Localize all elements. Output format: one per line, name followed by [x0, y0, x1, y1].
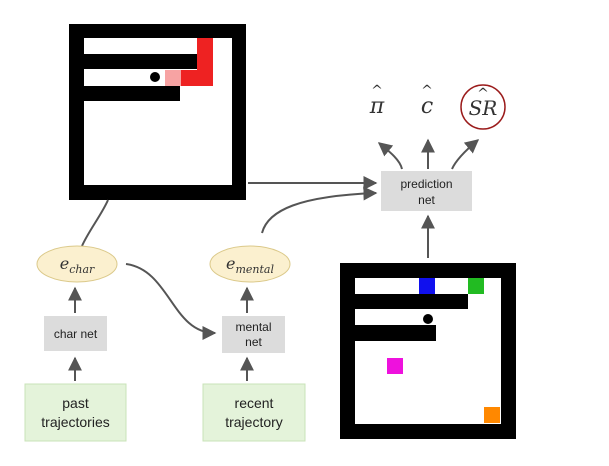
goal-blue	[419, 278, 435, 294]
recent-trajectory-box: recent trajectory	[202, 383, 306, 442]
prediction-net-line2: net	[418, 193, 435, 207]
connectors	[68, 138, 480, 381]
arrow-echar-to-mentalnet	[125, 263, 217, 340]
recent-trajectory-line1: recent	[235, 395, 274, 411]
trail-cell	[197, 54, 213, 70]
arrow-emental-to-prediction	[261, 186, 378, 234]
sr-highlight-circle	[460, 84, 506, 130]
pi-hat: ^	[371, 83, 383, 99]
trail-cell	[181, 70, 213, 86]
past-trajectory-gridworld	[69, 24, 246, 200]
echar-embedding: echar	[36, 245, 118, 283]
arrow-prediction-to-pi	[377, 142, 403, 170]
wall	[355, 325, 436, 341]
goal-green	[468, 278, 484, 294]
output-pi: ^ π	[369, 83, 385, 119]
emental-embedding: emental	[209, 245, 291, 283]
goal-magenta	[387, 358, 403, 374]
sr-hat: ^	[477, 86, 489, 102]
mental-net-box: mental net	[222, 316, 285, 353]
agent-dot	[423, 314, 433, 324]
mental-net-line1: mental	[235, 320, 271, 334]
output-sr: ^ SR	[460, 84, 506, 130]
sr-symbol: SR	[469, 96, 498, 120]
wall	[84, 54, 212, 69]
char-net-label: char net	[54, 327, 98, 341]
mental-net-line2: net	[245, 335, 262, 349]
c-hat: ^	[421, 83, 433, 99]
agent-dot	[150, 72, 160, 82]
past-trajectories-box: past trajectories	[24, 383, 127, 442]
c-symbol: c	[421, 94, 433, 119]
pi-symbol: π	[369, 94, 385, 119]
past-trajectories-line2: trajectories	[41, 414, 109, 430]
trail-cell	[197, 38, 213, 54]
query-gridworld	[340, 263, 516, 439]
prediction-net-box: prediction net	[381, 171, 472, 211]
output-c: ^ c	[421, 83, 433, 119]
link-echar-to-past-grid	[81, 199, 109, 247]
recent-trajectory-line2: trajectory	[225, 414, 283, 430]
echar-label: echar	[60, 254, 95, 276]
goal-orange	[484, 407, 500, 423]
arrow-prediction-to-sr	[451, 139, 480, 170]
wall	[355, 294, 468, 309]
char-net-box: char net	[44, 316, 107, 351]
wall	[84, 86, 180, 101]
past-trajectories-line1: past	[62, 395, 89, 411]
prediction-net-line1: prediction	[400, 177, 452, 191]
trail-cell-faded	[165, 70, 181, 86]
emental-label: emental	[226, 254, 274, 276]
